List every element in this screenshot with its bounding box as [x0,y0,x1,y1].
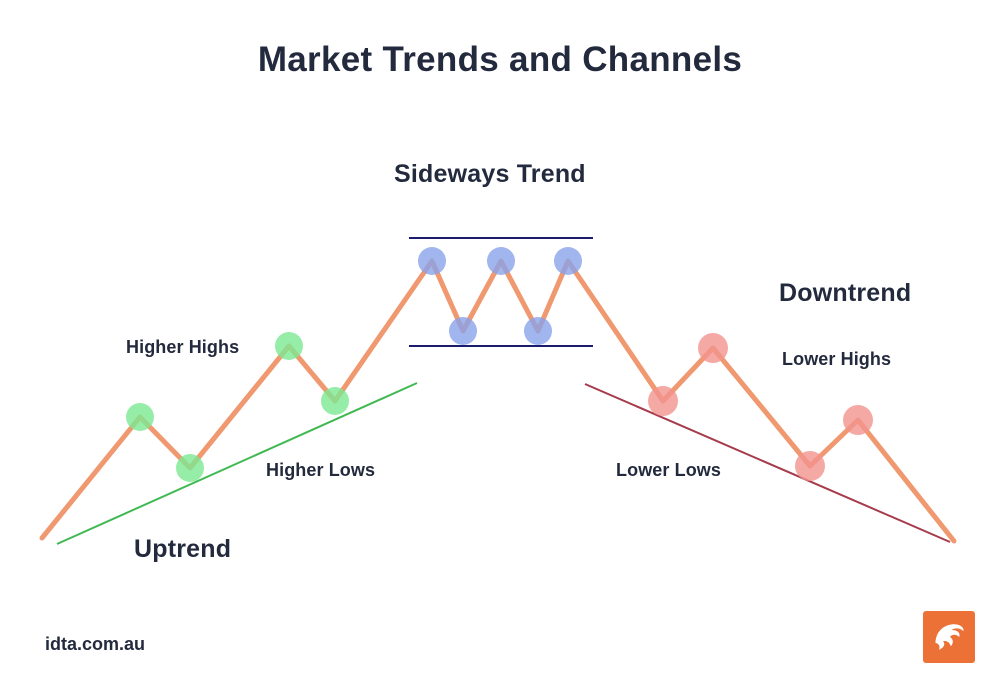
downtrend-resistance-line [584,383,951,543]
sideways-low-dot [524,317,552,345]
lower-high-dot [698,333,728,363]
uptrend-label: Uptrend [134,535,232,563]
lower-low-dot [648,386,678,416]
idta-logo [923,611,975,663]
sideways-high-dot [487,247,515,275]
higher-lows-label: Higher Lows [266,460,376,480]
uptrend-support-line [56,382,418,545]
sideways-trend-label: Sideways Trend [394,160,586,188]
downtrend-label: Downtrend [779,279,912,307]
lower-lows-label: Lower Lows [616,460,722,480]
higher-low-dot [176,454,204,482]
sideways-high-dot [554,247,582,275]
higher-highs-label: Higher Highs [126,337,240,357]
higher-high-dot [126,403,154,431]
page-title: Market Trends and Channels [257,40,743,79]
lower-high-dot [843,405,873,435]
website-watermark: idta.com.au [45,634,146,654]
higher-high-dot [275,332,303,360]
sideways-high-dot [418,247,446,275]
logo-swirl-icon [935,624,964,650]
lower-low-dot [795,451,825,481]
lower-highs-label: Lower Highs [782,349,892,369]
higher-low-dot [321,387,349,415]
sideways-low-dot [449,317,477,345]
